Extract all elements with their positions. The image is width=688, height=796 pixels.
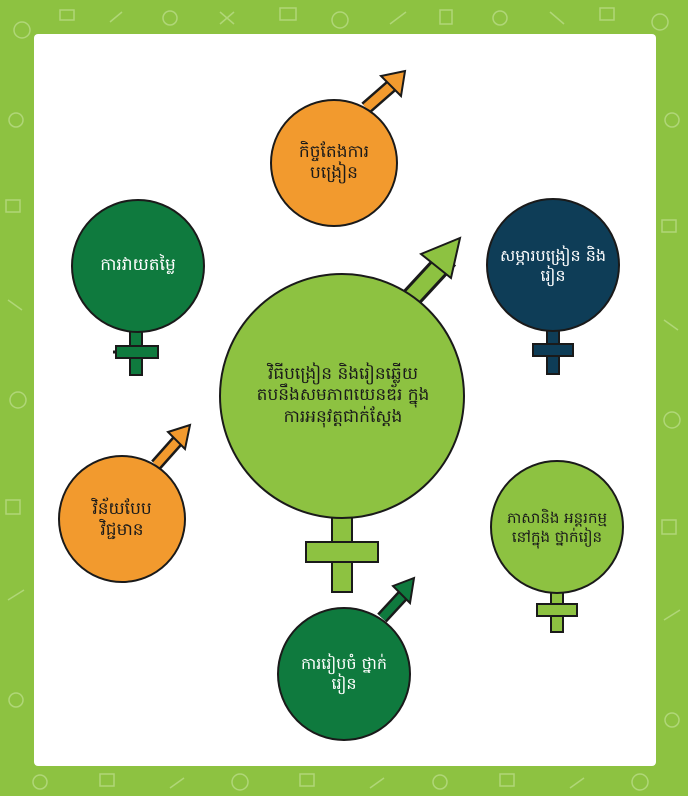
center-label: វិធីបង្រៀន និងរៀនឆ្លើយ តបនឹងសមភាពយេនឌ័រ … (248, 346, 438, 446)
node-language-interaction-label: ភាសានិង អន្តរកម្មនៅក្នុង ថ្នាក់រៀន (504, 490, 610, 566)
node-assessment-symbol (71, 199, 205, 376)
node-positive-discipline-label: វិន័យបែប វិជ្ជមាន (72, 492, 172, 548)
node-materials-symbol (486, 198, 620, 375)
node-assessment-label: ការវាយតម្លៃ (82, 244, 194, 288)
node-language-interaction-text: ភាសានិង អន្តរកម្មនៅក្នុង ថ្នាក់រៀន (507, 509, 607, 546)
node-lesson-plan-label: កិច្ចតែងការ បង្រៀន (284, 133, 384, 193)
node-classroom-setup-label: ការរៀបចំ ថ្នាក់រៀន (292, 646, 396, 702)
node-positive-discipline-symbol (58, 423, 192, 583)
node-lesson-plan-symbol (270, 69, 407, 227)
center-text: វិធីបង្រៀន និងរៀនឆ្លើយ តបនឹងសមភាពយេនឌ័រ … (256, 364, 430, 427)
node-materials-text: សម្ភារបង្រៀន និង រៀន (499, 246, 607, 285)
node-positive-discipline-text: វិន័យបែប វិជ្ជមាន (92, 498, 152, 540)
center-node-symbol (219, 236, 465, 593)
node-language-interaction-symbol (490, 460, 624, 633)
node-classroom-setup-text: ការរៀបចំ ថ្នាក់រៀន (300, 654, 388, 693)
node-assessment-text: ការវាយតម្លៃ (100, 255, 176, 276)
node-materials-label: សម្ភារបង្រៀន និង រៀន (499, 238, 607, 294)
node-lesson-plan-text: កិច្ចតែងការ បង្រៀន (298, 141, 370, 183)
node-classroom-setup-symbol (277, 576, 416, 741)
